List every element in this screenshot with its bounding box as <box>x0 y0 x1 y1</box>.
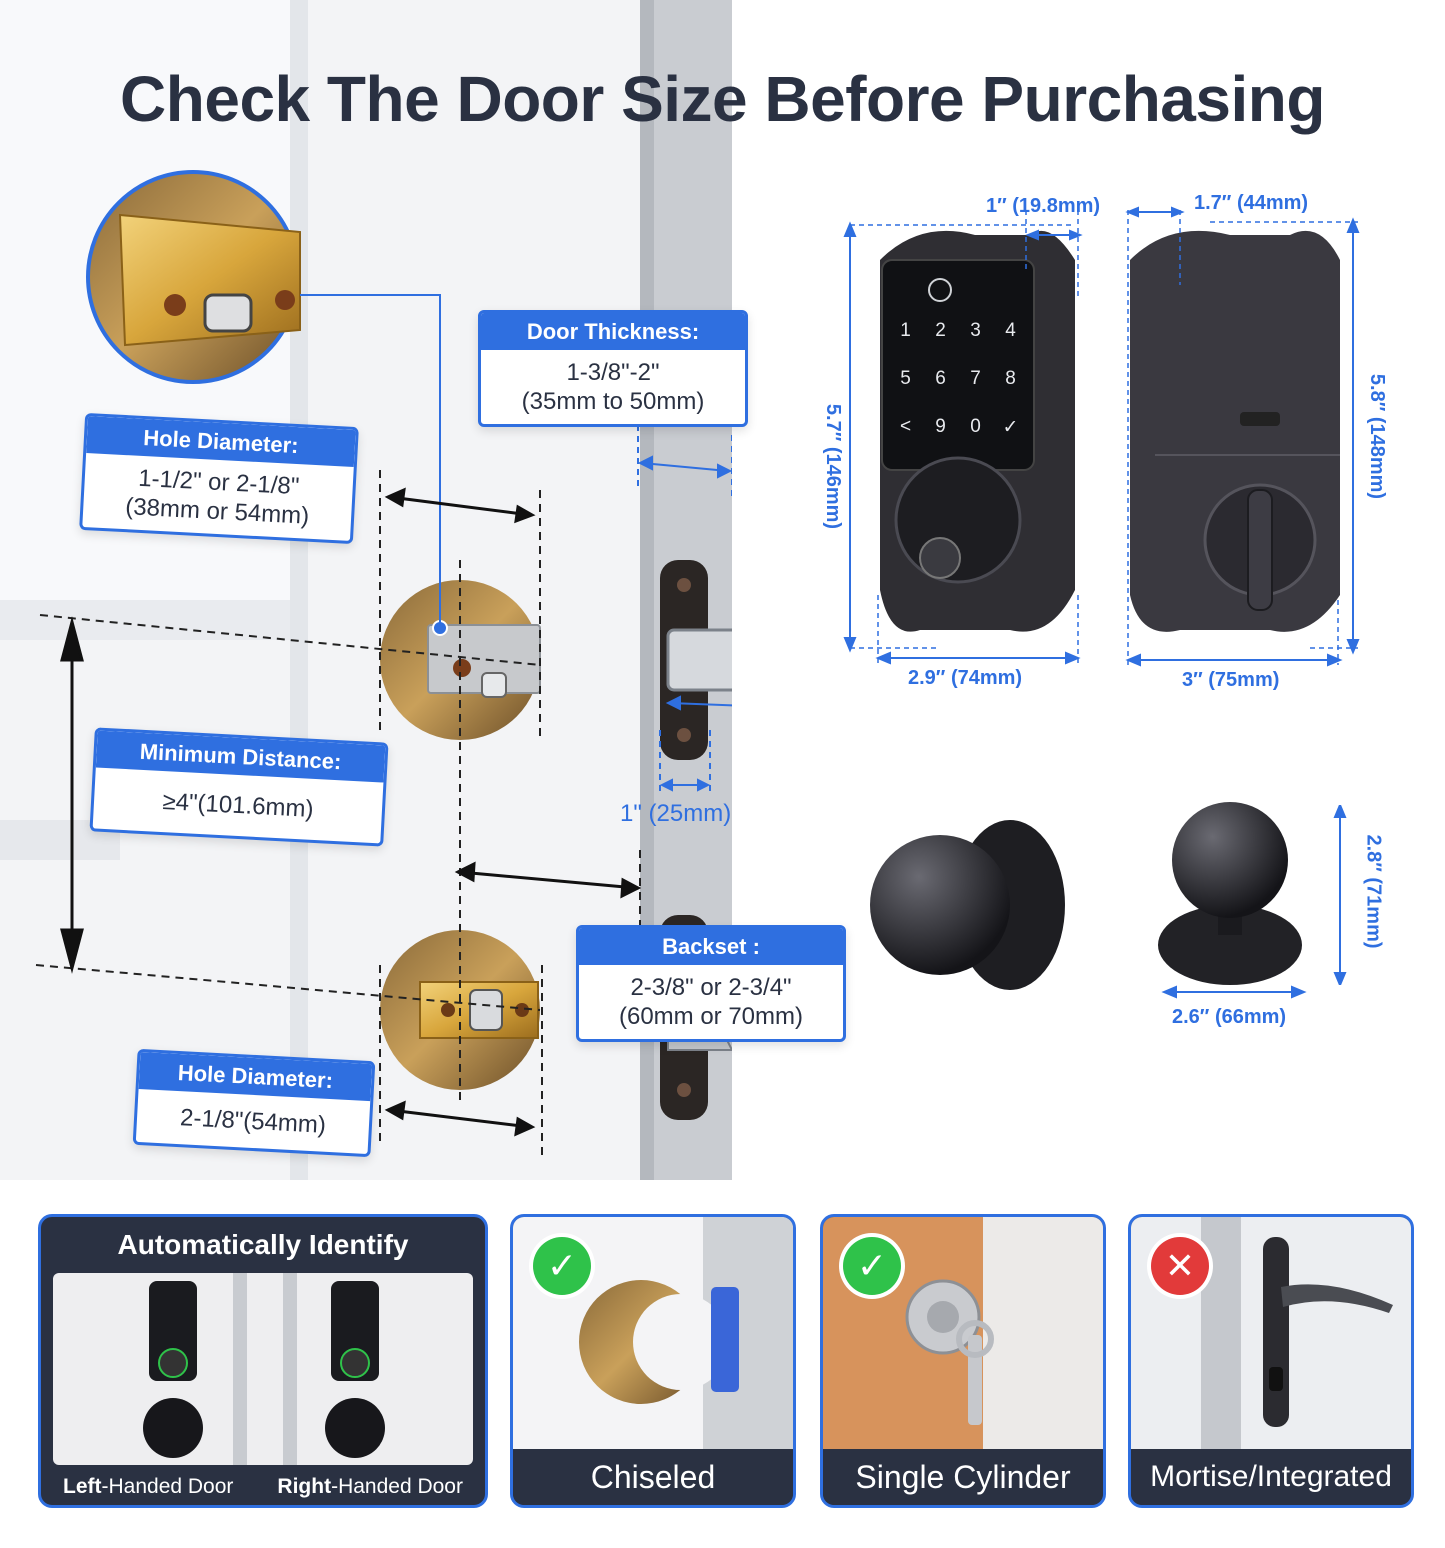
handed-door-captions: Left-Handed Door Right-Handed Door <box>41 1475 485 1499</box>
keypad-key: 7 <box>970 368 981 389</box>
knob-height-arrow <box>1333 805 1347 985</box>
label-value: 1-3/8"-2" (35mm to 50mm) <box>521 359 705 415</box>
door-thickness-label: Door Thickness: 1-3/8"-2" (35mm to 50mm) <box>478 310 748 427</box>
auto-identify-card: Automatically Identify Left-Handed Door … <box>38 1214 488 1508</box>
back-depth-dimension: 1.7″ (44mm) <box>1194 192 1309 214</box>
cross-icon: ✕ <box>1151 1237 1209 1295</box>
keypad-key: 3 <box>970 320 981 341</box>
right-handed-caption: Right-Handed Door <box>277 1475 463 1499</box>
keypad-key: 4 <box>1005 320 1016 341</box>
keypad-key: 1 <box>900 320 911 341</box>
chiseled-card: ✓ Chiseled <box>510 1214 796 1508</box>
keypad-key: 8 <box>1005 368 1016 389</box>
minimum-distance-label: Minimum Distance: ≥4"(101.6mm) <box>89 727 389 847</box>
single-cylinder-card: ✓ Single Cylinder <box>820 1214 1106 1508</box>
knob-dimension-drawing <box>870 802 1340 999</box>
front-height-dimension: 5.7″ (146mm) <box>822 403 845 530</box>
label-heading: Door Thickness: <box>481 313 745 350</box>
mortise-card: ✕ Mortise/Integrated <box>1128 1214 1414 1508</box>
auto-identify-title: Automatically Identify <box>117 1229 409 1260</box>
keypad-key: 2 <box>935 320 946 341</box>
hole-diameter-bottom-label: Hole Diameter: 2-1/8"(54mm) <box>132 1048 376 1158</box>
knob-height-dimension: 2.8″ (71mm) <box>1362 834 1385 949</box>
single-cylinder-caption: Single Cylinder <box>823 1449 1103 1505</box>
latch-width-dimension: 1" (25mm) <box>620 800 732 827</box>
keypad-key: 9 <box>935 416 946 437</box>
page-title: Check The Door Size Before Purchasing <box>120 63 1325 135</box>
hole-diameter-top-label: Hole Diameter: 1-1/2" or 2-1/8" (38mm or… <box>79 412 359 545</box>
keypad-key: 6 <box>935 368 946 389</box>
back-height-dimension: 5.8″ (148mm) <box>1366 373 1389 500</box>
mortise-caption: Mortise/Integrated <box>1131 1449 1411 1505</box>
label-value: 1-1/2" or 2-1/8" (38mm or 54mm) <box>124 464 310 530</box>
keypad: 1 2 3 4 5 6 7 8 < 9 0 ✓ <box>888 320 1028 439</box>
check-icon: ✓ <box>533 1237 591 1295</box>
front-width-dimension: 2.9″ (74mm) <box>908 667 1023 689</box>
caption-bold: Right <box>277 1475 332 1498</box>
caption-text: -Handed Door <box>331 1475 463 1498</box>
chiseled-caption: Chiseled <box>513 1449 793 1505</box>
left-handed-caption: Left-Handed Door <box>63 1475 233 1499</box>
handed-doors-image <box>53 1273 473 1465</box>
keypad-key: 5 <box>900 368 911 389</box>
keypad-key: < <box>899 416 912 437</box>
knob-width-dimension: 2.6″ (66mm) <box>1172 1006 1287 1028</box>
backset-label: Backset : 2-3/8" or 2-3/4" (60mm or 70mm… <box>576 925 846 1042</box>
keypad-key: ✓ <box>1002 417 1019 438</box>
lock-dimension-drawing <box>843 206 1360 667</box>
front-depth-dimension: 1″ (19.8mm) <box>986 195 1101 217</box>
back-width-dimension: 3″ (75mm) <box>1182 669 1280 691</box>
caption-text: -Handed Door <box>101 1475 234 1498</box>
check-icon: ✓ <box>843 1237 901 1295</box>
single-cylinder-image <box>823 1217 1103 1449</box>
label-heading: Backset : <box>579 928 843 965</box>
label-value: 2-1/8"(54mm) <box>179 1104 327 1139</box>
caption-bold: Left <box>63 1475 102 1498</box>
keypad-key: 0 <box>970 416 981 437</box>
label-value: 2-3/8" or 2-3/4" (60mm or 70mm) <box>618 974 804 1030</box>
